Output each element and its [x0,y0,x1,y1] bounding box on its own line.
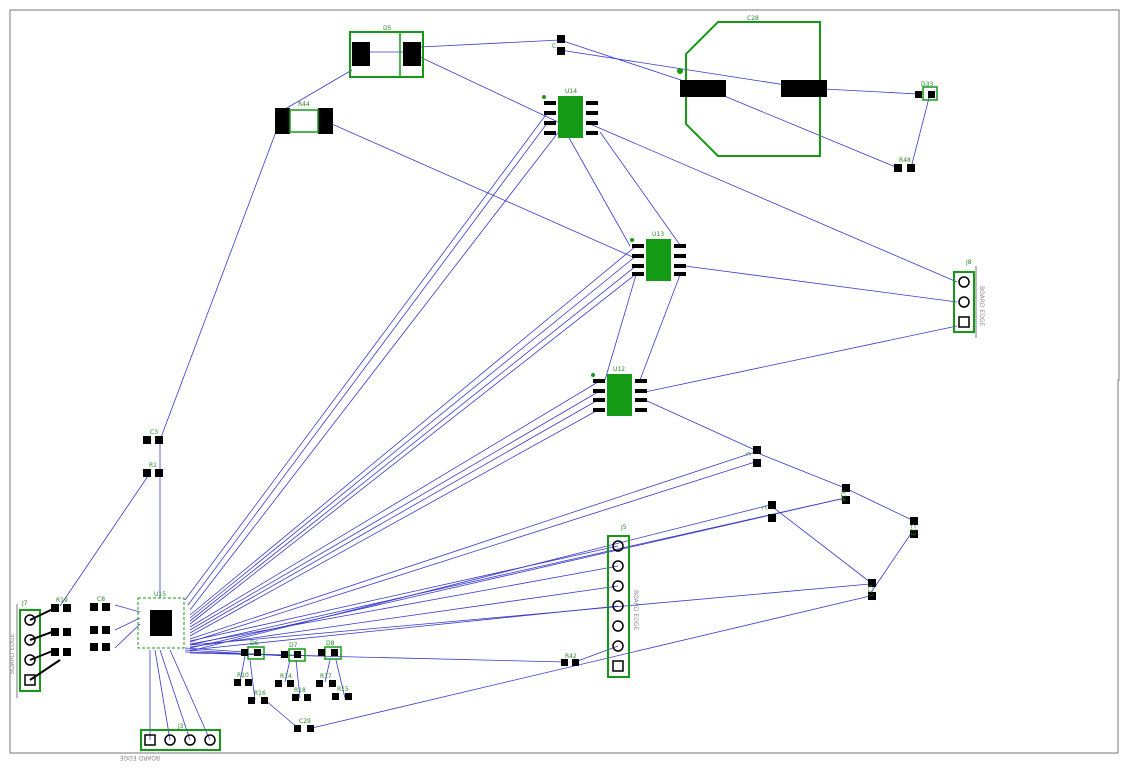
component-r18[interactable]: R18 [292,687,311,701]
routed-traces-left [29,607,61,681]
component-d7[interactable]: D7 [281,642,306,662]
component-j3[interactable]: J3 BOARD EDGE [120,723,221,761]
board-outline [9,9,1120,754]
edge-mark-j7: BOARD EDGE [9,634,16,674]
edge-mark-j8: BOARD EDGE [978,286,985,326]
component-r19[interactable]: R19 [51,597,71,656]
label-j7: J7 [21,600,28,607]
component-c-mid2[interactable]: C [760,501,776,522]
label-d5: D5 [383,25,392,32]
component-r44[interactable]: R44 [275,101,333,134]
label-r42: R42 [565,653,577,660]
component-r15[interactable]: R15 [332,686,352,700]
ratsnest-lines [59,39,958,741]
component-u14[interactable]: U14 [542,88,598,138]
label-u13: U13 [652,231,664,238]
label-r17: R17 [320,673,332,680]
edge-mark-j5: BOARD EDGE [632,590,639,630]
component-d6[interactable]: D6 [241,640,265,660]
component-u13[interactable]: U13 [630,231,686,281]
component-j7[interactable]: J7 BOARD EDGE [9,600,41,698]
component-c27[interactable]: C27 [866,579,876,600]
label-r26: R26 [839,490,846,502]
label-r1: R1 [149,462,157,469]
label-r19: R19 [56,597,68,604]
component-d33[interactable]: D33 [915,81,938,101]
label-c-mid2: C [760,506,767,510]
label-d33: D33 [921,81,933,88]
label-j5: J5 [620,524,627,531]
label-u15: U15 [154,591,166,598]
label-r14: R14 [280,673,292,680]
component-r48[interactable]: R48 [894,157,915,172]
component-u12[interactable]: U12 [591,366,647,416]
component-j5[interactable]: J5 BOARD EDGE [607,524,639,678]
label-c29: C29 [299,718,311,725]
label-u12: U12 [613,366,625,373]
component-r1[interactable]: R1 [143,462,163,477]
edge-mark-j3: BOARD EDGE [120,754,160,761]
label-r44: R44 [298,101,310,108]
component-r42[interactable]: R42 [561,653,579,666]
label-d7: D7 [289,642,298,649]
label-c-top: C [552,43,556,50]
component-d8[interactable]: D8 [318,640,342,660]
label-r15: R15 [337,686,349,693]
component-c28[interactable]: C28 [677,15,827,157]
component-u15[interactable]: U15 [137,591,185,649]
component-c8[interactable]: C8 [90,596,110,651]
component-d5[interactable]: D5 [349,25,424,78]
component-j8[interactable]: J8 BOARD EDGE [953,259,985,338]
component-c29[interactable]: C29 [294,718,314,732]
component-c-mid1[interactable]: C [744,446,761,467]
component-r14[interactable]: R14 [275,673,294,687]
component-c23[interactable]: C23 [909,517,918,538]
label-r10: R10 [237,672,249,679]
label-c28: C28 [747,15,759,22]
label-c27: C27 [866,585,873,597]
label-r18: R18 [294,687,306,694]
label-d6: D6 [250,640,259,647]
component-r17[interactable]: R17 [316,673,336,687]
label-c8: C8 [97,596,105,603]
component-r10[interactable]: R10 [234,672,252,686]
component-c3[interactable]: C3 [143,429,163,444]
label-r48: R48 [899,157,911,164]
component-c-top[interactable]: C [552,35,565,55]
component-r26[interactable]: R26 [839,484,850,504]
label-c23: C23 [909,524,916,536]
label-c3: C3 [150,429,158,436]
label-j8: J8 [965,259,972,266]
label-u14: U14 [565,88,577,95]
label-j3: J3 [177,723,184,730]
label-c-mid1: C [744,452,751,456]
component-r16[interactable]: R16 [248,690,268,704]
label-r16: R16 [254,690,266,697]
label-d8: D8 [326,640,335,647]
